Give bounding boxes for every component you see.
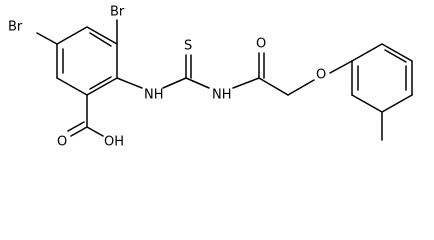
molecule-svg: Br Br O OH NH S NH O O [8, 5, 413, 150]
atom-s: S [184, 39, 192, 54]
atom-o-amide: O [256, 37, 266, 52]
atom-nh-2: NH [212, 88, 232, 103]
tolyl-ring [351, 43, 413, 141]
thiourea-linker [116, 54, 210, 89]
benzoic-ring [56, 26, 118, 96]
atom-br-left: Br [8, 20, 23, 35]
structure-diagram: Br Br O OH NH S NH O O [8, 5, 413, 150]
acetyl-ether [232, 52, 353, 96]
carboxylic-acid [67, 94, 104, 137]
atom-o-carbonyl: O [57, 135, 67, 150]
bond-br1 [36, 32, 58, 45]
atom-oh: OH [104, 135, 124, 150]
atom-o-ether: O [316, 68, 326, 83]
atom-br-top: Br [110, 5, 125, 20]
atom-nh-1: NH [144, 88, 164, 103]
